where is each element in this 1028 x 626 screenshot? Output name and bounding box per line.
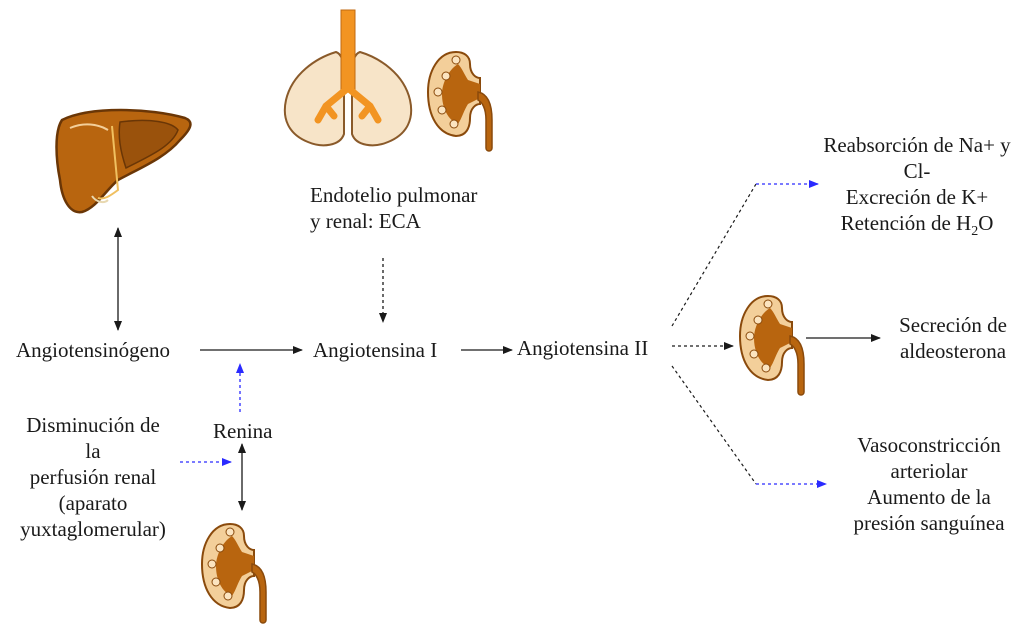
renal-effect-line-3: Excreción de K+ xyxy=(806,184,1028,210)
kidney-icon-top xyxy=(428,52,492,151)
vascular-line-4: presión sanguínea xyxy=(834,510,1024,536)
line-ang-ii-down xyxy=(672,366,756,484)
endothelium-line-2: y renal: ECA xyxy=(310,208,477,234)
water-retention-text: Retención de H xyxy=(841,211,972,235)
renin-label: Renina xyxy=(213,418,272,444)
aldosterone-line-2: aldeosterona xyxy=(880,338,1026,364)
vascular-effects-label: Vasoconstricción arteriolar Aumento de l… xyxy=(834,432,1024,536)
renal-effects-label: Reabsorción de Na+ y Cl- Excreción de K+… xyxy=(806,132,1028,245)
angiotensin-ii-label: Angiotensina II xyxy=(517,335,648,361)
renal-effect-line-1: Reabsorción de Na+ y xyxy=(806,132,1028,158)
liver-icon xyxy=(57,110,191,212)
kidney-icon-bottom xyxy=(202,524,266,623)
kidney-icon-middle xyxy=(740,296,804,395)
vascular-line-1: Vasoconstricción xyxy=(834,432,1024,458)
perfusion-label: Disminución de la perfusión renal (apara… xyxy=(4,412,182,542)
angiotensinogen-label: Angiotensinógeno xyxy=(16,337,170,363)
perfusion-line-2: la xyxy=(4,438,182,464)
angiotensin-i-label: Angiotensina I xyxy=(313,337,437,363)
renal-effect-line-4: Retención de H2O xyxy=(806,210,1028,245)
renal-effect-line-2: Cl- xyxy=(806,158,1028,184)
vascular-line-3: Aumento de la xyxy=(834,484,1024,510)
line-ang-ii-up xyxy=(672,184,756,326)
endothelium-line-1: Endotelio pulmonar xyxy=(310,182,477,208)
perfusion-line-3: perfusión renal xyxy=(4,464,182,490)
perfusion-line-4: (aparato xyxy=(4,490,182,516)
water-oxygen: O xyxy=(978,211,993,235)
lungs-icon xyxy=(285,10,411,145)
perfusion-line-1: Disminución de xyxy=(4,412,182,438)
vascular-line-2: arteriolar xyxy=(834,458,1024,484)
aldosterone-line-1: Secreción de xyxy=(880,312,1026,338)
aldosterone-label: Secreción de aldeosterona xyxy=(880,312,1026,364)
perfusion-line-5: yuxtaglomerular) xyxy=(4,516,182,542)
endothelium-label: Endotelio pulmonar y renal: ECA xyxy=(310,182,477,234)
